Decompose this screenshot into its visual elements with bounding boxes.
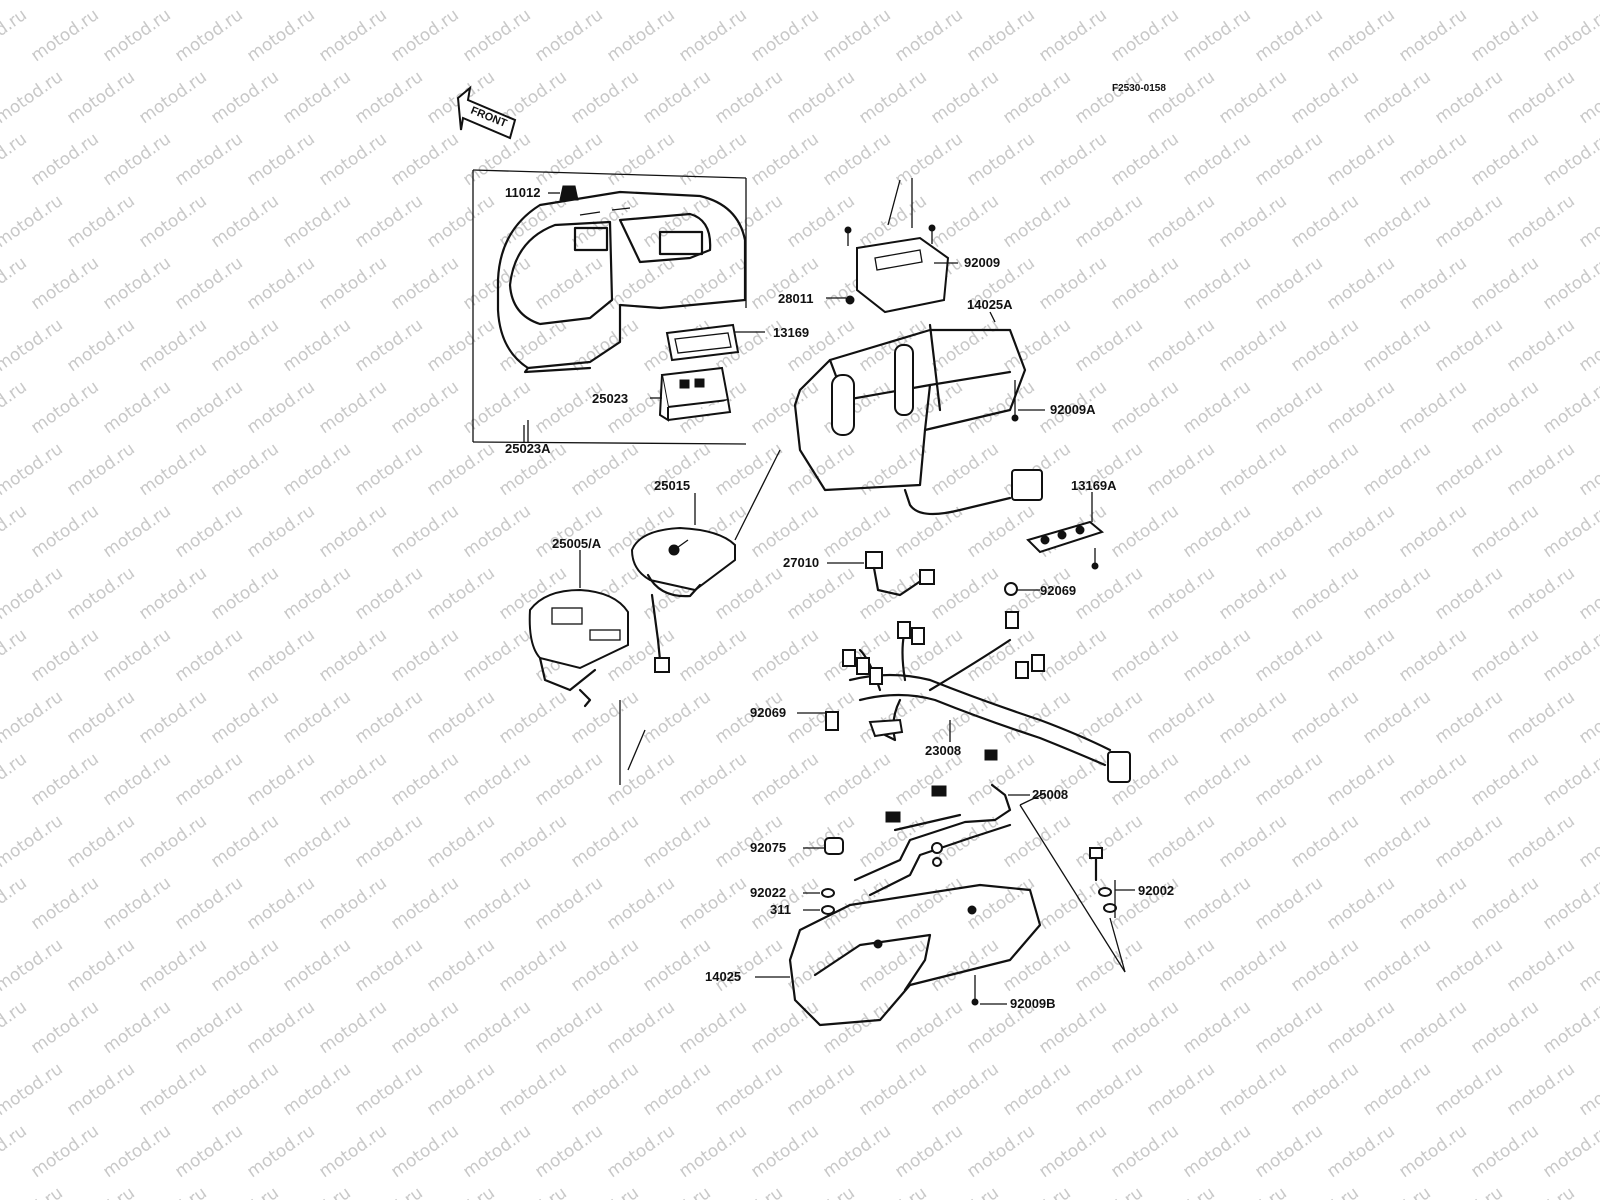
axis-line-mid [734, 449, 781, 541]
inner-case-14025A-part [793, 323, 1043, 516]
part-label-92009A: 92009A [1050, 402, 1096, 417]
watermark-text: motod.ru [1575, 0, 1600, 4]
bracket-25008-part [853, 783, 1126, 973]
part-label-25008: 25008 [1032, 787, 1069, 802]
part-label-92009: 92009 [964, 255, 1001, 270]
part-label-28011: 28011 [778, 291, 814, 306]
regulator-28011-part [844, 224, 950, 314]
figure-id: F2530-0158 [1112, 83, 1166, 94]
cap-11012-part [559, 185, 579, 201]
part-label-13169: 13169 [773, 325, 810, 340]
part-label-14025A: 14025A [967, 297, 1013, 312]
part-label-92075: 92075 [750, 840, 787, 855]
part-label-27010: 27010 [783, 555, 820, 570]
grommet-92075-part [824, 837, 844, 855]
part-label-14025: 14025 [705, 969, 742, 984]
lamp-holder-13169A-part [1026, 520, 1105, 570]
part-label-92069-top: 92069 [1040, 583, 1077, 598]
leader-lines [523, 192, 1135, 1005]
lower-case-14025-part [788, 883, 1042, 1027]
part-label-92002: 92002 [1138, 883, 1175, 898]
meter-cover-part [496, 190, 747, 374]
part-label-92069-left: 92069 [750, 705, 787, 720]
speedometer-25005A-part [528, 588, 629, 708]
part-label-92022: 92022 [750, 885, 787, 900]
part-label-11012: 11012 [505, 185, 541, 200]
bulb-92069-top-part [1004, 582, 1018, 596]
harness-bulb-sockets [825, 611, 1045, 731]
part-label-25005A: 25005/A [552, 536, 602, 551]
axis-line-lower-2 [627, 729, 646, 771]
part-label-13169A: 13169A [1071, 478, 1117, 493]
bolt-92002-part [1089, 847, 1126, 973]
gasket-13169-part [665, 323, 740, 362]
axis-line-upper [887, 179, 901, 226]
part-label-25015: 25015 [654, 478, 691, 493]
front-arrow-icon: FRONT [456, 85, 517, 140]
part-label-311: 311 [770, 902, 791, 917]
switch-27010-part [865, 551, 935, 597]
part-label-25023: 25023 [592, 391, 629, 406]
harness-23008-part [825, 611, 1131, 783]
part-label-25023A: 25023A [505, 441, 551, 456]
lcd-unit-25023-part [658, 366, 732, 422]
washer-92022-part [821, 888, 835, 898]
part-label-92009B: 92009B [1010, 996, 1056, 1011]
nut-311-part [821, 905, 835, 915]
tachometer-25015-part [630, 526, 736, 673]
part-label-23008: 23008 [925, 743, 962, 758]
